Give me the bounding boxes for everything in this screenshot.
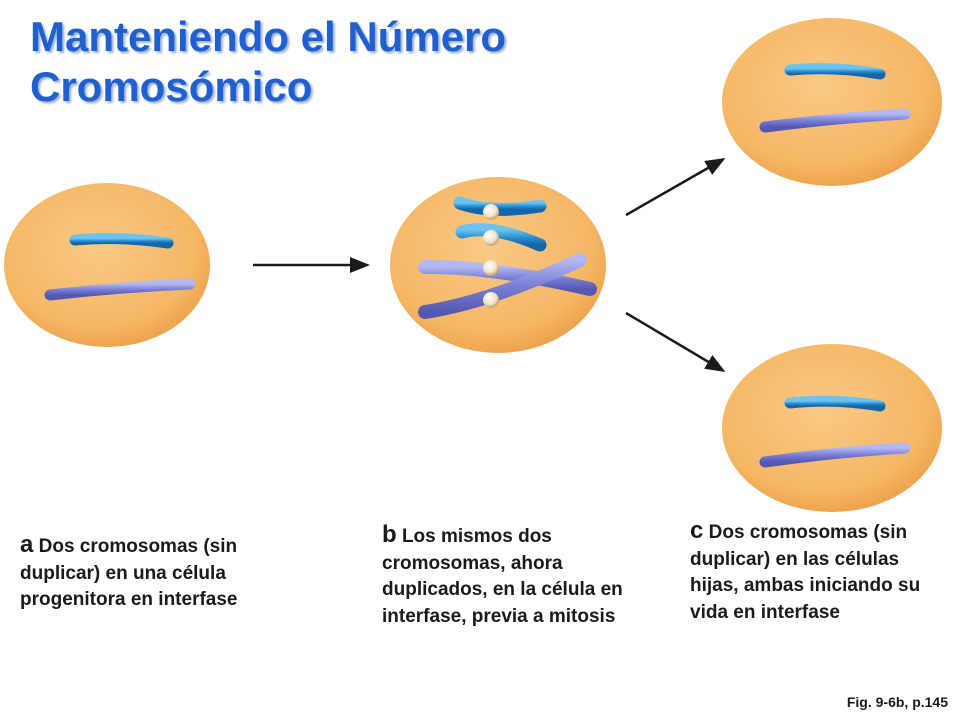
arrow-b-to-c-bottom	[625, 311, 726, 373]
caption-b-letter: b	[382, 521, 397, 548]
cell-c-daughter-bottom	[722, 344, 942, 512]
caption-c: c Dos cromosomas (sin duplicar) en las c…	[690, 517, 950, 626]
cell-b-duplicated	[390, 177, 606, 353]
title-line-2: Cromosómico	[30, 63, 313, 110]
slide-title: Manteniendo el Número Cromosómico	[30, 12, 590, 112]
chromosome-b-purple-duplicated	[418, 253, 597, 319]
arrow-b-to-c-top	[625, 158, 726, 217]
chromosome-c-bottom-purple	[759, 442, 911, 468]
cell-c-daughter-top	[722, 18, 942, 186]
title-line-1: Manteniendo el Número	[30, 13, 507, 60]
caption-c-text: Dos cromosomas (sin duplicar) en las cél…	[690, 522, 921, 623]
caption-a: a Dos cromosomas (sin duplicar) en una c…	[20, 531, 280, 614]
caption-a-letter: a	[20, 531, 34, 558]
chromosome-a-blue	[69, 233, 174, 249]
caption-a-text: Dos cromosomas (sin duplicar) en una cél…	[20, 536, 238, 610]
caption-c-letter: c	[690, 517, 704, 544]
figure-reference: Fig. 9-6b, p.145	[846, 694, 948, 710]
chromosome-c-bottom-blue	[784, 395, 886, 412]
chromosome-a-purple	[44, 278, 196, 301]
caption-b-text: Los mismos dos cromosomas, ahora duplica…	[382, 526, 623, 627]
cell-a-parent	[4, 183, 210, 347]
caption-b: b Los mismos dos cromosomas, ahora dupli…	[382, 521, 632, 630]
chromosome-c-top-blue	[784, 63, 886, 80]
chromosome-b-blue-duplicated	[453, 196, 547, 252]
chromosome-c-top-purple	[759, 108, 911, 133]
